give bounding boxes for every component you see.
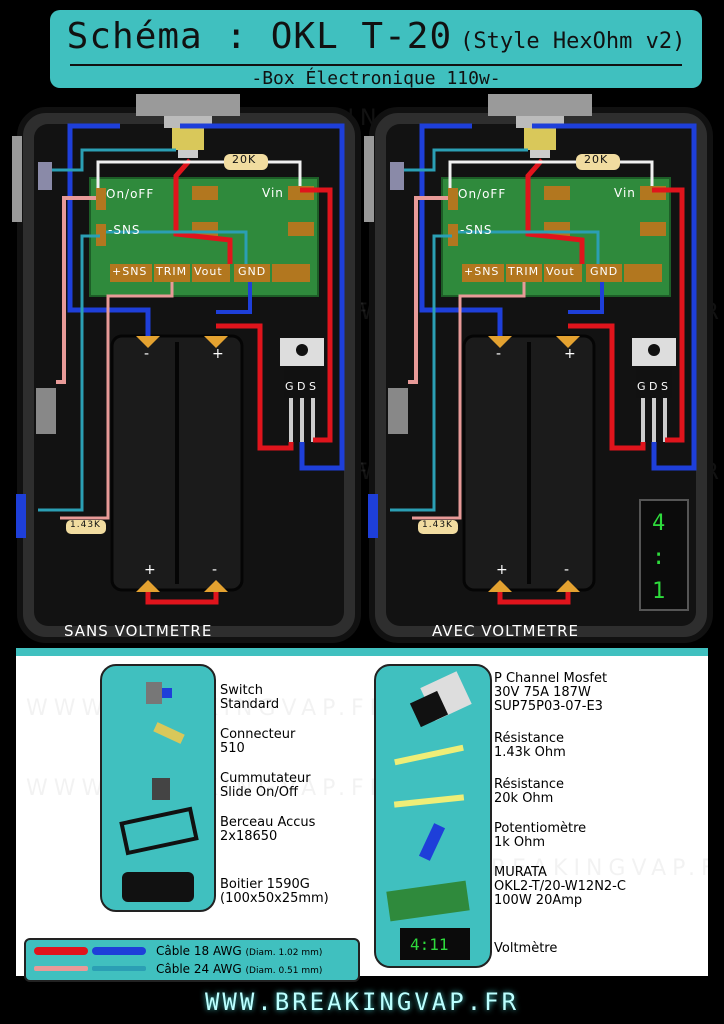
- pin-vout: Vout: [194, 265, 223, 278]
- title-banner: Schéma : OKL T-20 (Style HexOhm v2) -Box …: [50, 10, 702, 89]
- legend-right-icons: 4:11: [374, 664, 492, 968]
- legend-left-illustrations: [119, 682, 199, 902]
- battery-bottom-left: +: [496, 562, 509, 578]
- mosfet-pin-s: S: [309, 380, 317, 393]
- legend-right-illustrations: 4:11: [386, 671, 472, 960]
- cable-18awg: Câble 18 AWG (Diam. 1.02 mm): [156, 944, 323, 958]
- battery-top-right: +: [564, 346, 577, 362]
- cable-swatches: [34, 947, 146, 971]
- battery-top-right: +: [212, 346, 225, 362]
- mosfet-pin-s: S: [661, 380, 669, 393]
- resistor-143k-label: 1.43K: [422, 520, 453, 530]
- resistor-20k-label: 20K: [232, 153, 257, 166]
- pin-sns-plus: +SNS: [112, 265, 148, 278]
- battery-top-left: -: [496, 346, 503, 362]
- mosfet-pin-d: D: [297, 380, 307, 393]
- svg-text::: :: [652, 545, 665, 570]
- svg-text:4:11: 4:11: [410, 935, 449, 954]
- pin-sns-minus: -SNS: [108, 223, 141, 237]
- pin-trim: TRIM: [508, 265, 540, 278]
- page-subtitle: -Box Électronique 110w-: [251, 68, 501, 89]
- legend-left-icons: [100, 664, 216, 912]
- pin-vin: Vin: [262, 186, 284, 200]
- page-title: Schéma : OKL T-20 (Style HexOhm v2): [50, 16, 702, 57]
- svg-text:1: 1: [652, 579, 665, 604]
- title-text: Schéma : OKL T-20: [66, 16, 453, 57]
- caption-left: SANS VOLTMETRE: [64, 622, 213, 640]
- footer-url: WWW.BREAKINGVAP.FR: [204, 988, 520, 1016]
- resistor-143k-label: 1.43K: [70, 520, 101, 530]
- battery-bottom-right: -: [212, 562, 219, 578]
- title-style-note: (Style HexOhm v2): [460, 29, 686, 54]
- cable-24awg: Câble 24 AWG (Diam. 0.51 mm): [156, 962, 323, 976]
- battery-top-left: -: [144, 346, 151, 362]
- pin-vout: Vout: [546, 265, 575, 278]
- mosfet-pin-g: G: [285, 380, 295, 393]
- resistor-20k-label: 20K: [584, 153, 609, 166]
- title-divider: [70, 64, 682, 66]
- battery-bottom-right: -: [564, 562, 571, 578]
- pin-onoff: On/oFF: [458, 187, 507, 201]
- mosfet-pin-d: D: [649, 380, 659, 393]
- pin-vin: Vin: [614, 186, 636, 200]
- pin-gnd: GND: [590, 265, 619, 278]
- pin-sns-plus: +SNS: [464, 265, 500, 278]
- pin-sns-minus: -SNS: [460, 223, 493, 237]
- mosfet-pin-g: G: [637, 380, 647, 393]
- pin-onoff: On/oFF: [106, 187, 155, 201]
- legend-voltmeter: Voltmètre: [494, 941, 558, 956]
- pin-trim: TRIM: [156, 265, 188, 278]
- schematics: 4 : 1: [0, 90, 724, 646]
- svg-text:4: 4: [652, 511, 665, 536]
- battery-bottom-left: +: [144, 562, 157, 578]
- pin-gnd: GND: [238, 265, 267, 278]
- legend-enclosure: Boitier 1590G(100x50x25mm): [220, 877, 329, 906]
- legend-panel: WWW.BREAKINGVAP.FR WWW.BREAKINGVAP.FR WW…: [16, 648, 724, 976]
- cable-legend: Câble 18 AWG (Diam. 1.02 mm) Câble 24 AW…: [24, 938, 360, 982]
- caption-right: AVEC VOLTMETRE: [432, 622, 580, 640]
